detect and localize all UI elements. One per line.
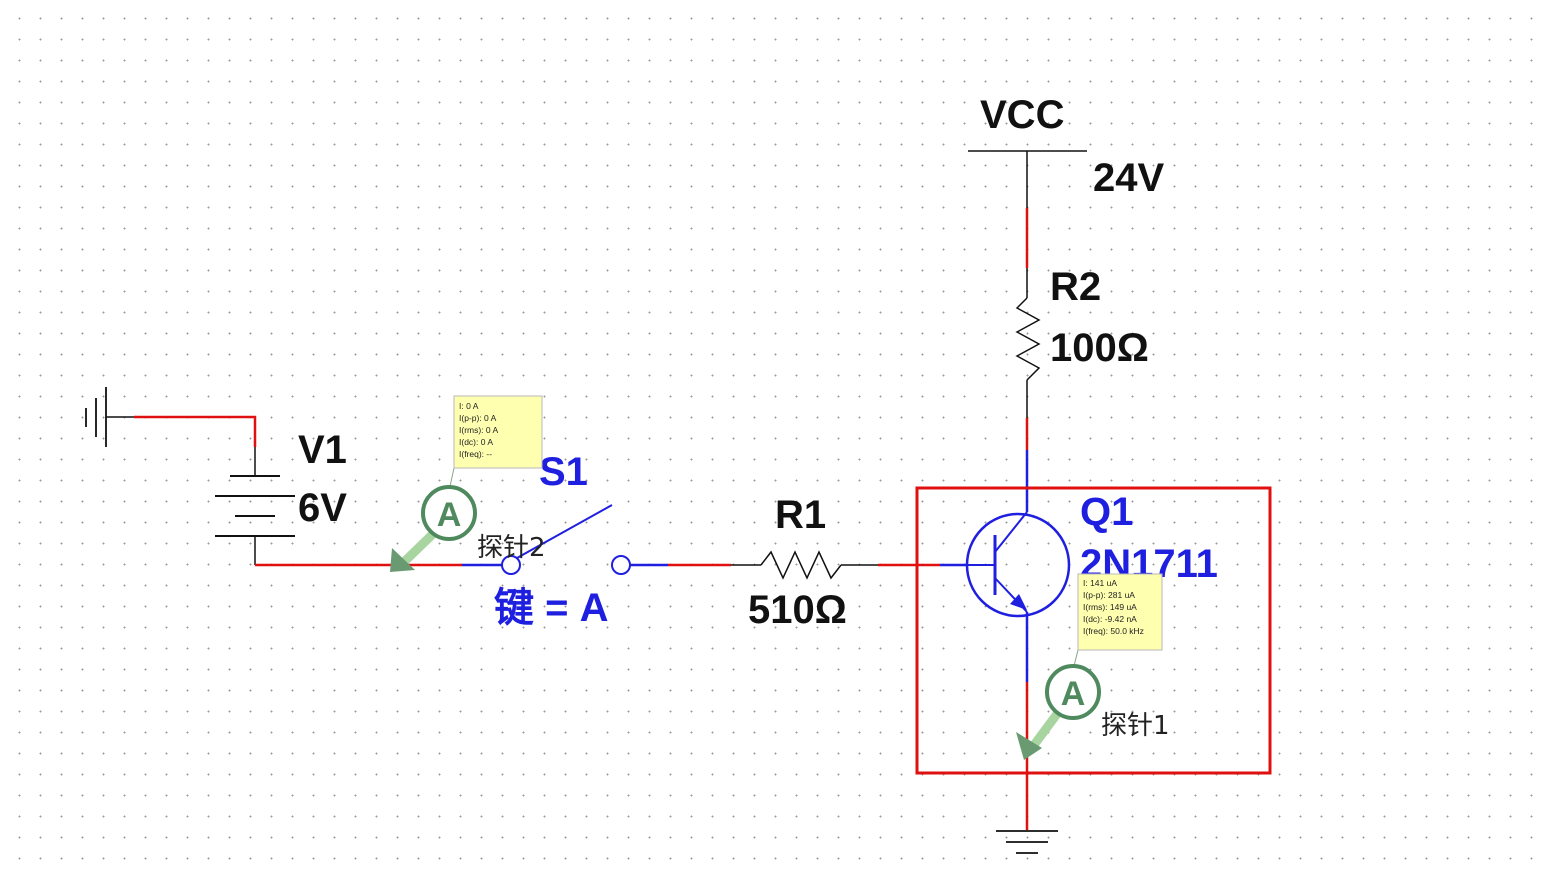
probe2-reading-4: I(freq): --	[459, 449, 492, 459]
probe2-reading-3: I(dc): 0 A	[459, 437, 493, 447]
wire-ground-v1[interactable]	[134, 415, 257, 447]
probe1-reading-3: I(dc): -9.42 nA	[1083, 614, 1137, 624]
vcc-source[interactable]: VCC 24V	[968, 93, 1164, 208]
probe1-tooltip: I: 141 uA I(p-p): 281 uA I(rms): 149 uA …	[1077, 573, 1163, 651]
selection-box	[915, 486, 1272, 775]
ground-left[interactable]	[85, 387, 134, 447]
probe1-letter: A	[1061, 675, 1086, 713]
probe2-letter: A	[437, 496, 462, 534]
switch-s1[interactable]: S1 键 = A	[494, 450, 631, 630]
q1-name: Q1	[1080, 490, 1133, 534]
probe2-reading-1: I(p-p): 0 A	[459, 413, 497, 423]
r2-value: 100Ω	[1050, 326, 1149, 370]
resistor-r1[interactable]: R1 510Ω	[731, 493, 878, 632]
probe1-reading-0: I: 141 uA	[1083, 578, 1117, 588]
probe2-reading-2: I(rms): 0 A	[459, 425, 499, 435]
probe1-reading-4: I(freq): 50.0 kHz	[1083, 626, 1144, 636]
probe-1[interactable]: A 探针1	[1016, 649, 1170, 760]
probe1-reading-1: I(p-p): 281 uA	[1083, 590, 1135, 600]
probe2-tooltip: I: 0 A I(p-p): 0 A I(rms): 0 A I(dc): 0 …	[453, 395, 543, 469]
r1-value: 510Ω	[748, 588, 847, 632]
transistor-q1[interactable]: Q1 2N1711	[965, 490, 1218, 618]
probe1-reading-2: I(rms): 149 uA	[1083, 602, 1137, 612]
resistor-r2[interactable]: R2 100Ω	[1015, 265, 1149, 418]
s1-name: S1	[539, 450, 588, 494]
s1-key: 键 = A	[494, 586, 608, 630]
probe-2[interactable]: A 探针2	[390, 467, 546, 572]
ground-bottom[interactable]	[996, 830, 1058, 854]
probe2-reading-0: I: 0 A	[459, 401, 479, 411]
v1-name: V1	[298, 428, 347, 472]
probe1-name: 探针1	[1101, 711, 1170, 741]
vcc-label: VCC	[980, 93, 1064, 137]
r1-name: R1	[775, 493, 826, 537]
battery-v1[interactable]: V1 6V	[215, 428, 347, 565]
probe2-name: 探针2	[477, 533, 546, 563]
r2-name: R2	[1050, 265, 1101, 309]
v1-value: 6V	[298, 486, 347, 530]
vcc-voltage: 24V	[1093, 156, 1164, 200]
